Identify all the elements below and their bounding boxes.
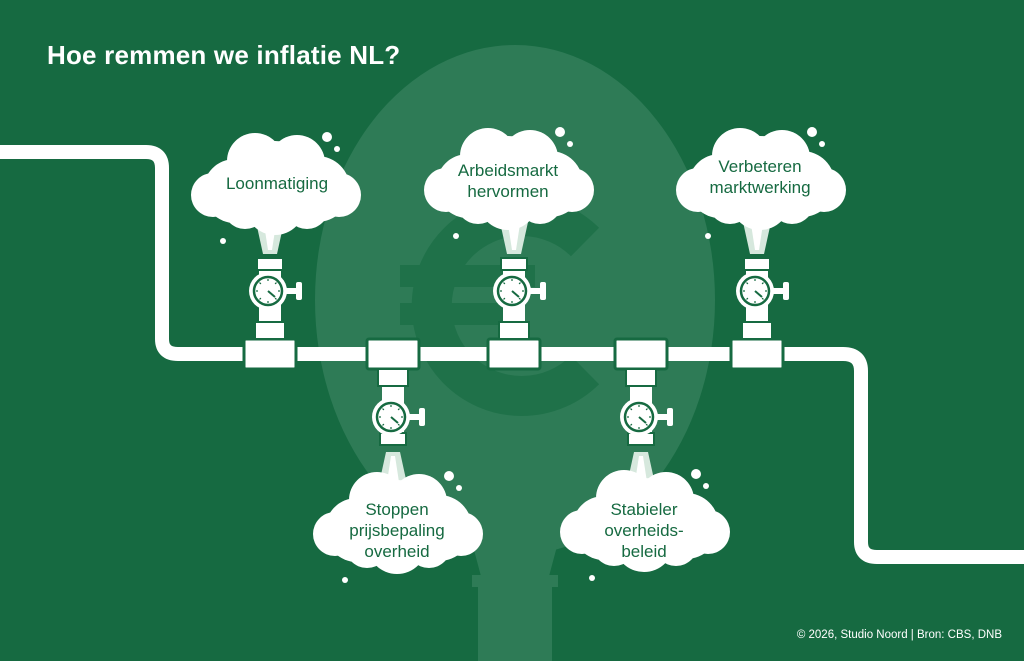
cloud-bubble [313, 471, 483, 583]
cloud-bubble [424, 127, 594, 239]
cloud-bubble [676, 127, 846, 239]
measure-label-marktwerking: Verbeteren marktwerking [709, 157, 811, 197]
valve-gauge-icon [372, 368, 425, 484]
cloud-bubble [191, 132, 361, 244]
measure-label-loonmatiging: Loonmatiging [225, 174, 329, 193]
cloud-bubble [560, 469, 730, 581]
valve-gauge-icon [620, 368, 673, 484]
valve-gauge-icon [249, 222, 302, 340]
valve-gauge-icon [736, 222, 789, 340]
measure-label-stoppen-prijsbepaling: Stoppen prijsbepaling overheid [349, 500, 445, 561]
measure-label-stabieler-beleid: Stabieler overheids- beleid [604, 500, 684, 561]
credit-line: © 2026, Studio Noord | Bron: CBS, DNB [796, 629, 1002, 641]
pipe-joints [242, 337, 785, 371]
page-title: Hoe remmen we inflatie NL? [47, 40, 401, 70]
measure-label-arbeidsmarkt: Arbeidsmarkt hervormen [457, 161, 559, 201]
valve-gauge-icon [493, 222, 546, 340]
